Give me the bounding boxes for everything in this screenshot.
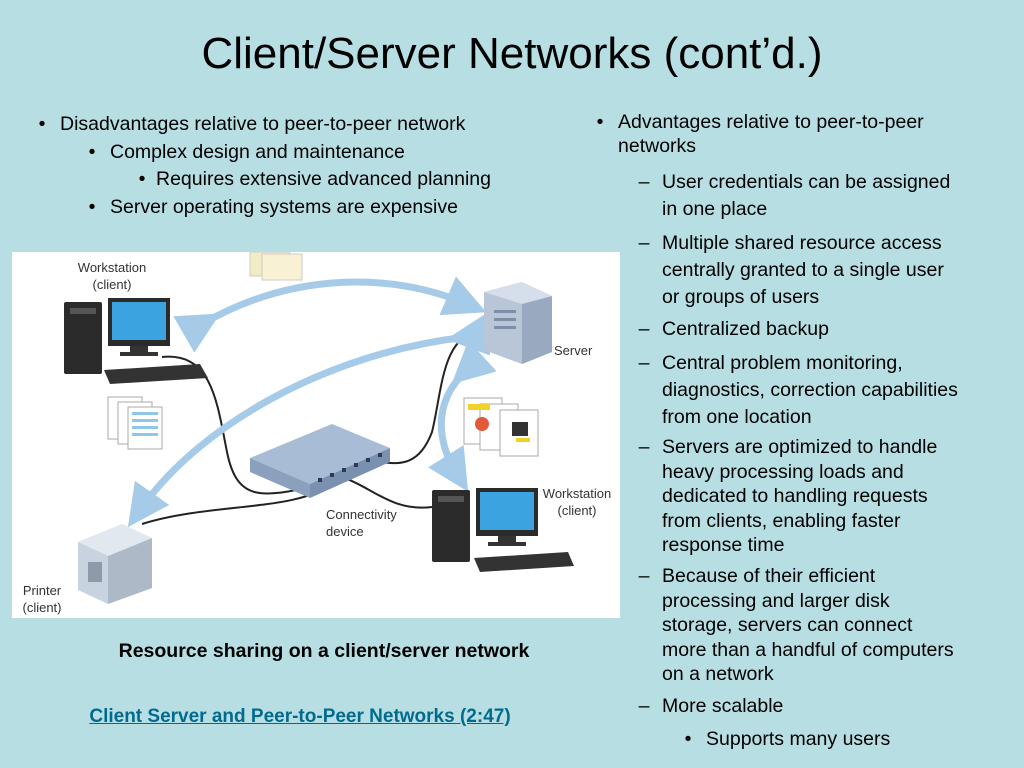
list-item: • Disadvantages relative to peer-to-peer… [39,112,466,136]
list-item: – Because of their efficient processing … [639,564,954,687]
heading-line: Advantages relative to peer-to-peer [618,111,924,133]
list-item-line: on a network [662,663,774,685]
connectivity-label-1: Connectivity [326,507,397,522]
bullet-marker: • [596,111,604,133]
list-item-line: processing and larger disk [662,589,890,612]
list-item-text: Complex design and maintenance [110,141,405,163]
list-item-line: diagnostics, correction capabilities [662,379,958,401]
data-flow-arrows [127,276,497,528]
list-item-line: Multiple shared resource access [662,232,942,254]
dash-marker: – [638,171,650,193]
printer-label-1: Printer [23,583,62,598]
list-item-line: More scalable [662,695,784,717]
list-item-line: User credentials can be assigned [662,171,951,193]
list-item: – Multiple shared resource access centra… [639,230,944,311]
list-item-line: response time [662,534,785,556]
connectivity-label-2: device [326,524,364,539]
list-item-line: Central problem monitoring, [662,352,903,374]
diagram-caption: Resource sharing on a client/server netw… [118,640,530,662]
list-heading: • Advantages relative to peer-to-peer ne… [597,110,924,158]
list-item: – Centralized backup [639,317,829,341]
document-stack-top [249,251,303,281]
list-item-line: Servers are optimized to handle [662,436,938,458]
printer-label-2: (client) [22,600,61,615]
list-item-line: centrally granted to a single user [662,259,944,281]
list-item: • Requires extensive advanced planning [139,167,491,191]
bullet-marker: • [38,113,46,135]
dash-marker: – [638,565,650,587]
list-item-line: in one place [662,198,768,220]
document-stack-left [107,396,163,450]
list-item: – Servers are optimized to handle heavy … [639,435,938,558]
network-diagram: Workstation (client) Server Connectivity… [12,251,620,618]
workstation-top-label-1: Workstation [78,260,146,275]
video-link[interactable]: Client Server and Peer-to-Peer Networks … [89,706,511,727]
document-stack-right [463,397,539,457]
server-label: Server [554,343,593,358]
list-item-text: Disadvantages relative to peer-to-peer n… [60,113,466,135]
list-item-line: from one location [662,406,812,428]
list-item-line: Centralized backup [662,318,829,340]
list-item: – User credentials can be assigned in on… [639,170,951,221]
heading-line: networks [618,135,697,157]
list-item-line: or groups of users [662,286,820,308]
bullet-marker: • [88,196,96,218]
server-icon [484,282,552,364]
list-item-line: storage, servers can connect [662,614,913,636]
list-item-text: Requires extensive advanced planning [156,168,491,190]
list-item-text: Server operating systems are expensive [110,196,458,218]
workstation-top-icon [64,298,208,384]
list-item-line: Because of their efficient [662,565,876,587]
arrow-server-printer [127,313,491,528]
bullet-marker: • [88,141,96,163]
slide-title: Client/Server Networks (cont’d.) [201,29,823,78]
dash-marker: – [638,352,650,374]
list-item: • Supports many users [685,727,891,751]
bullet-marker: • [684,728,692,750]
list-item: – Central problem monitoring, diagnostic… [639,350,958,431]
list-item: • Complex design and maintenance [89,140,405,164]
dash-marker: – [638,436,650,458]
list-item-line: more than a handful of computers [662,638,954,661]
printer-icon [78,524,152,604]
list-item: • Server operating systems are expensive [89,195,458,219]
dash-marker: – [638,695,650,717]
dash-marker: – [638,232,650,254]
list-item-line: from clients, enabling faster [662,509,901,532]
workstation-top-label-2: (client) [92,277,131,292]
list-item-line: heavy processing loads and [662,460,904,483]
connectivity-device-icon [250,424,390,498]
workstation-bottom-label-2: (client) [557,503,596,518]
workstation-bottom-icon [432,488,574,572]
list-item: – More scalable [639,694,784,718]
dash-marker: – [638,318,650,340]
arrow-workstation-server [173,276,487,353]
bullet-marker: • [138,168,146,190]
list-item-line: dedicated to handling requests [662,485,928,507]
workstation-bottom-label-1: Workstation [543,486,611,501]
arrow-server-workstation [428,340,497,492]
list-item-line: Supports many users [706,728,891,750]
